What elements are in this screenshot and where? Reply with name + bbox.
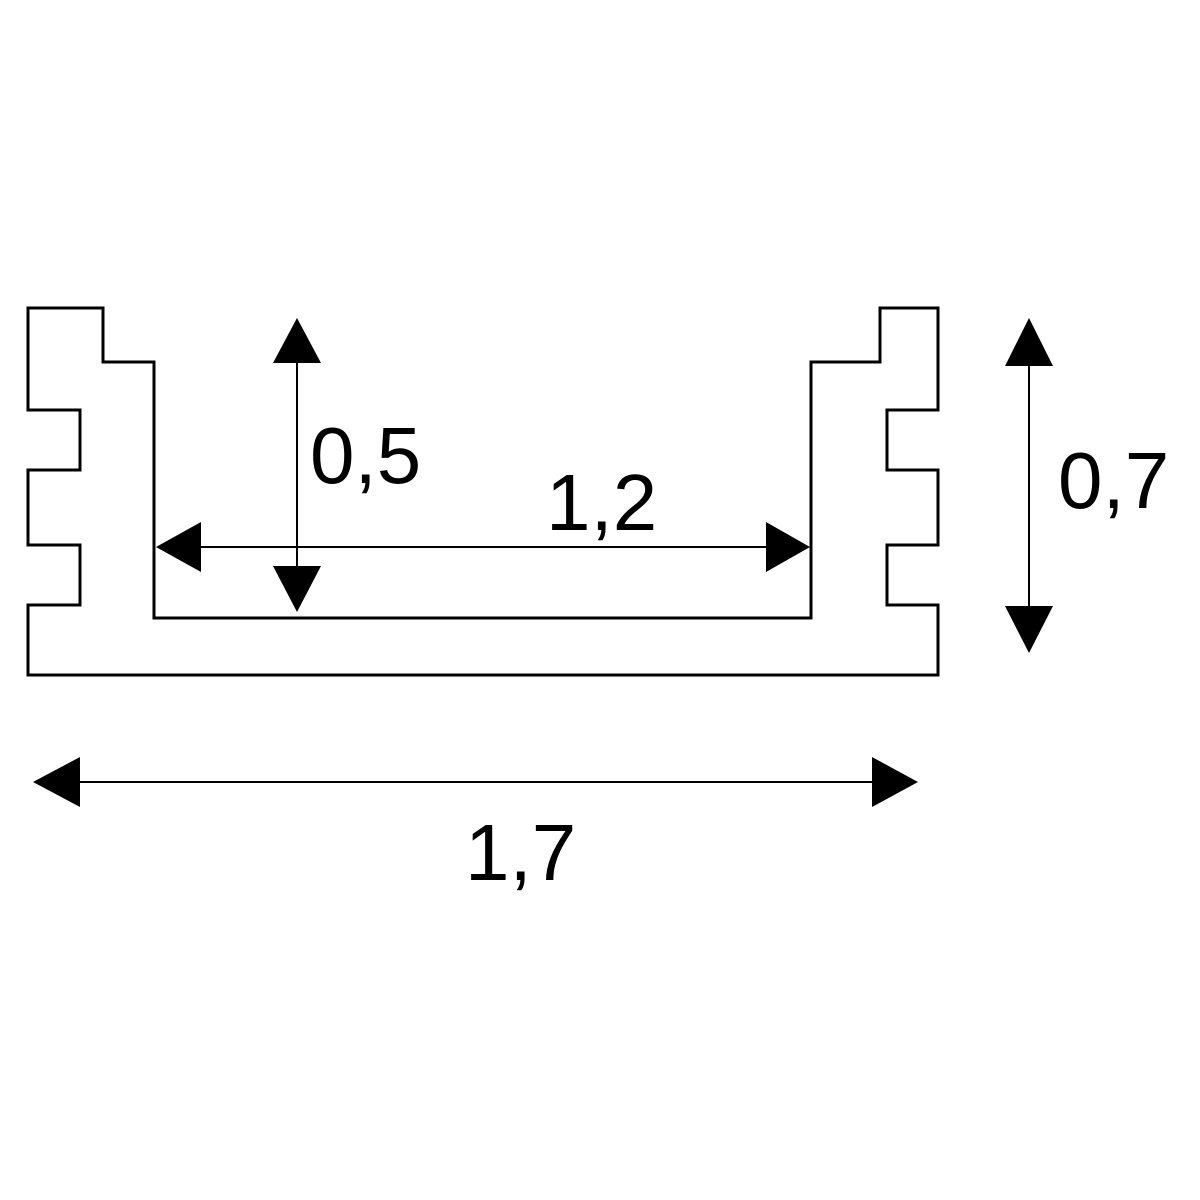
inner-width-arrow-right-icon	[766, 522, 810, 572]
inner-depth-label: 0,5	[310, 411, 421, 500]
inner-width-label: 1,2	[546, 458, 657, 547]
inner-depth-dimension: 0,5	[273, 318, 421, 612]
outer-width-dimension: 1,7	[33, 757, 918, 897]
outer-width-label: 1,7	[465, 808, 576, 897]
inner-width-dimension: 1,2	[156, 458, 810, 572]
outer-height-arrow-down-icon	[1005, 606, 1053, 653]
inner-width-arrow-left-icon	[156, 522, 201, 572]
outer-width-arrow-right-icon	[872, 757, 918, 807]
inner-depth-arrow-up-icon	[273, 318, 321, 363]
u-profile-outline	[26, 306, 940, 677]
outer-height-dimension: 0,7	[1005, 318, 1169, 653]
outer-height-label: 0,7	[1058, 436, 1169, 525]
inner-depth-arrow-down-icon	[273, 566, 321, 612]
outer-height-arrow-up-icon	[1005, 318, 1053, 366]
outer-width-arrow-left-icon	[33, 757, 80, 807]
